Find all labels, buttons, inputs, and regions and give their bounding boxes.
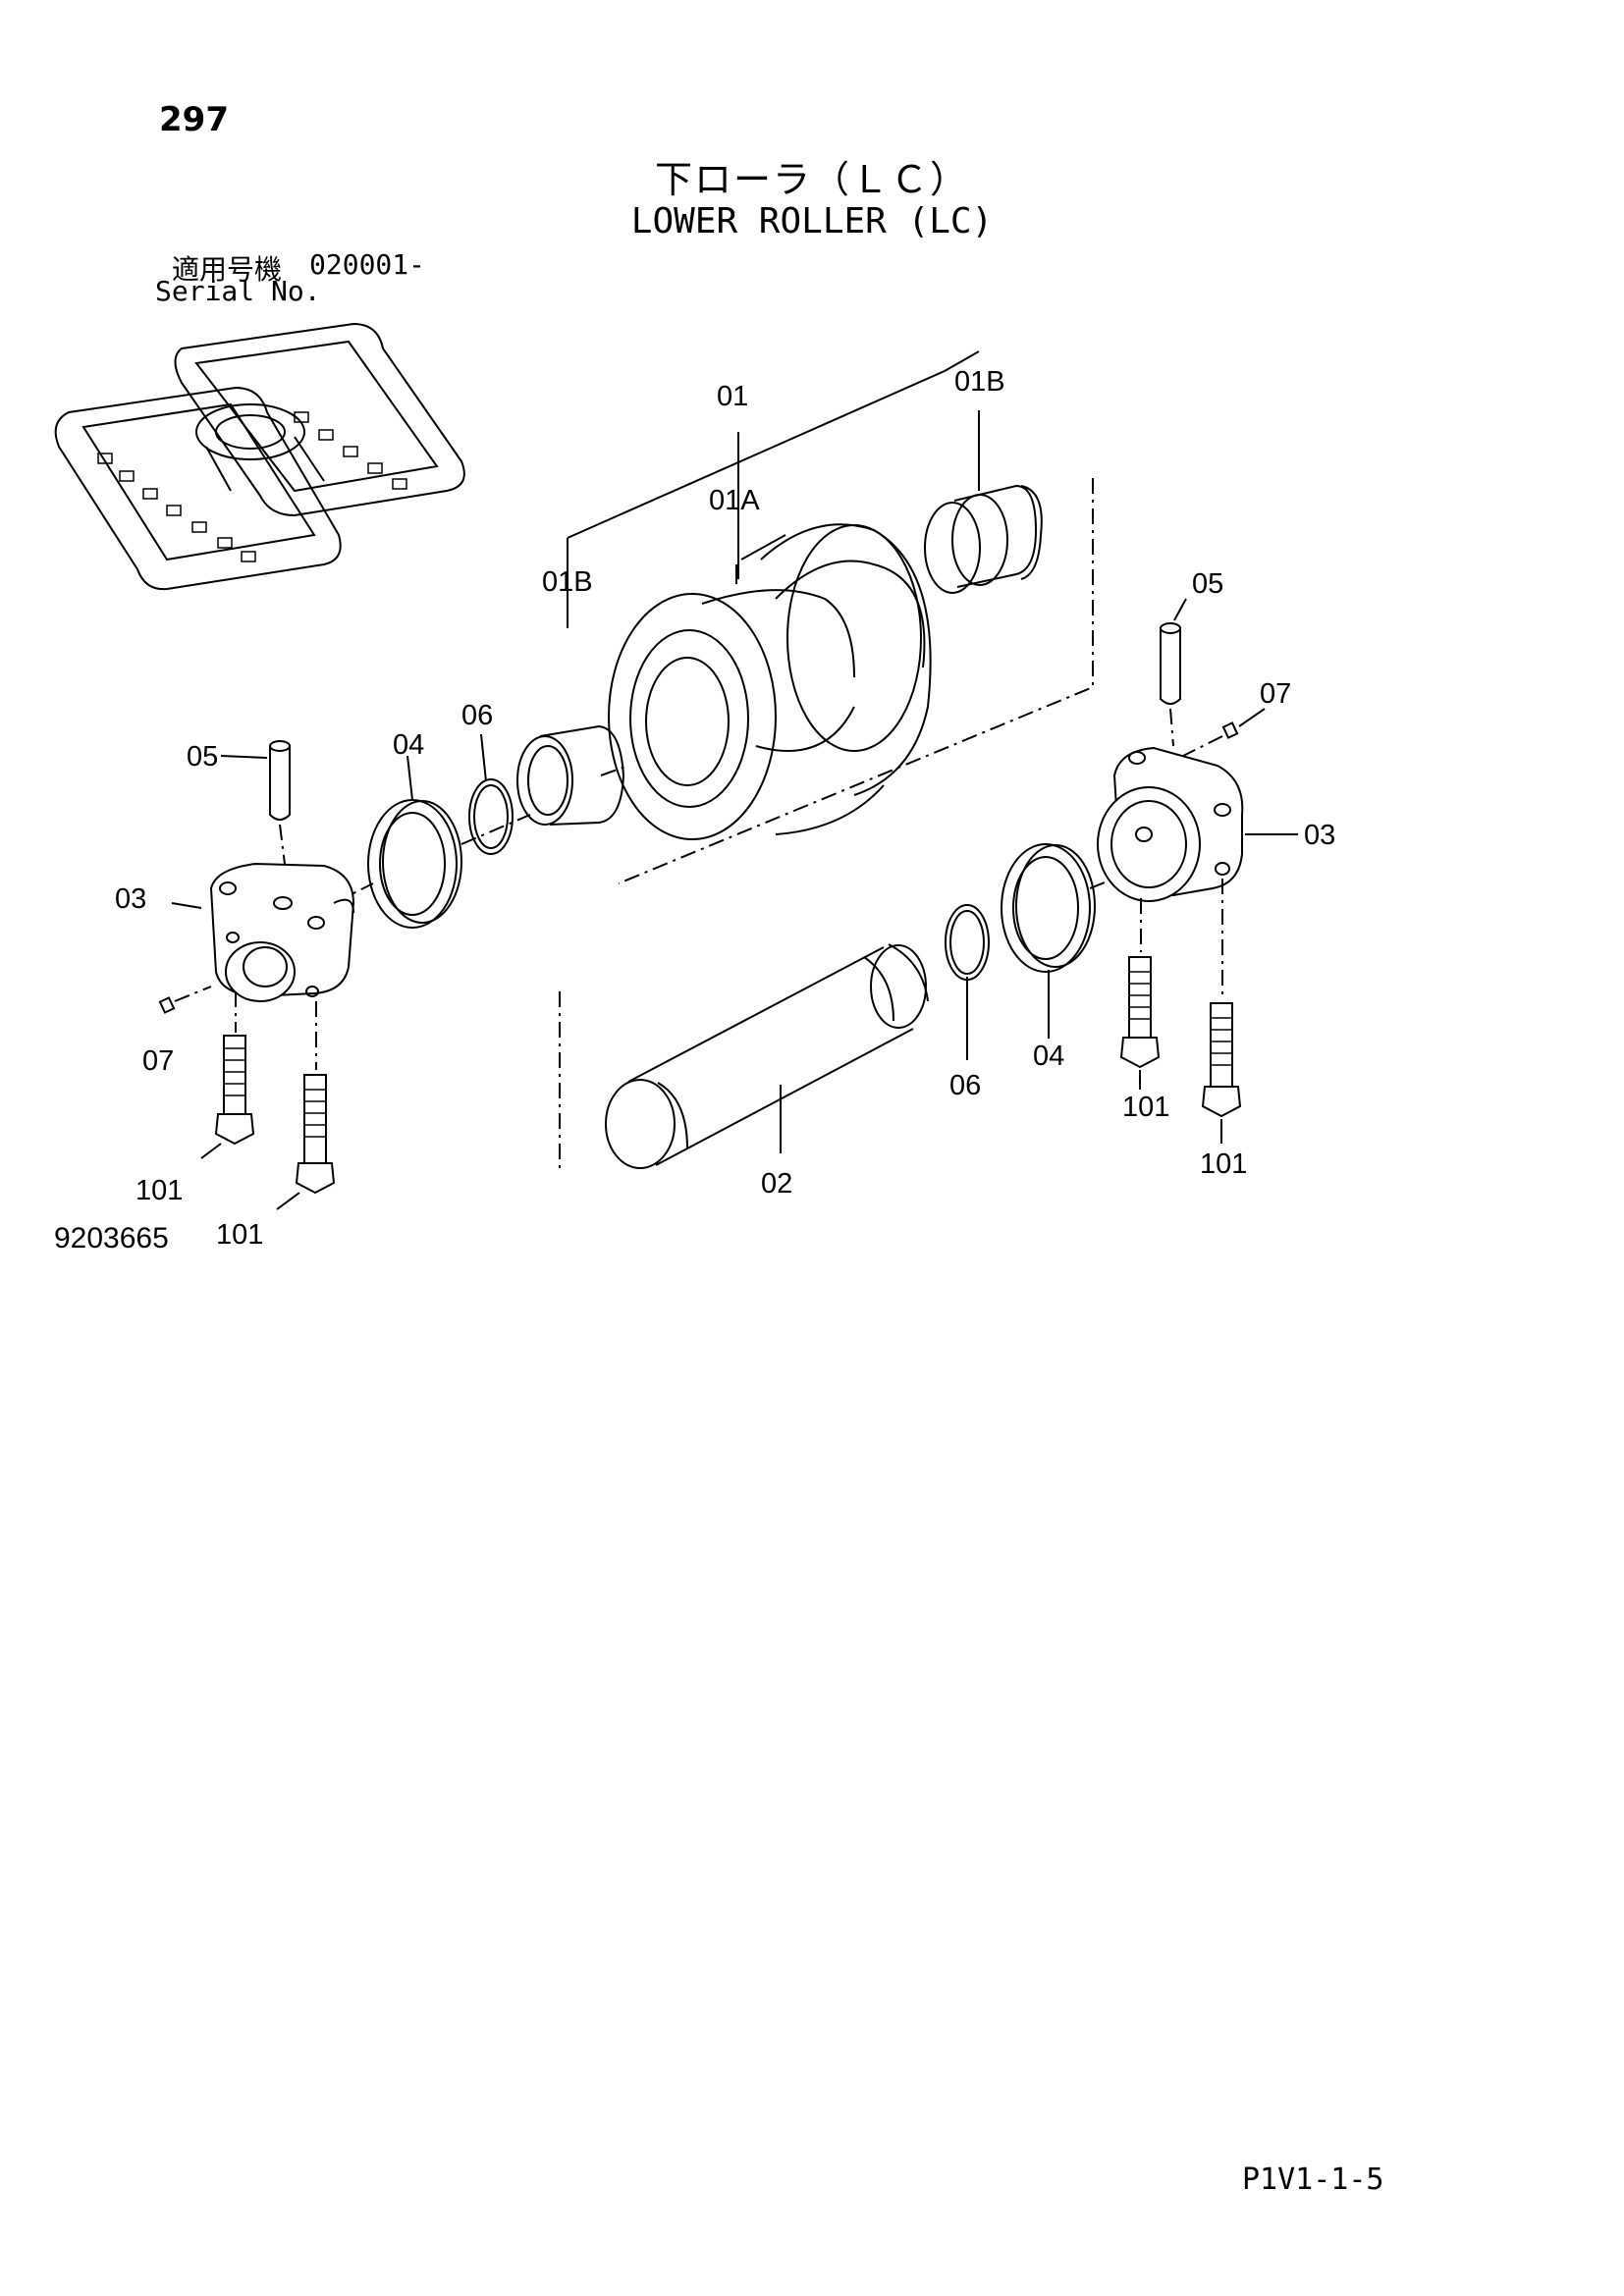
page-title-japanese: 下ローラ（ＬＣ） — [654, 158, 969, 201]
page-reference: P1V1-1-5 — [1242, 2163, 1384, 2197]
callout-06-left: 06 — [461, 700, 493, 731]
grease-nipple-07-right — [1182, 708, 1266, 757]
callout-01a: 01A — [709, 485, 760, 516]
grease-nipple-07-left — [158, 986, 212, 1014]
bolt-101-right-b — [1201, 879, 1242, 1144]
page-number: 297 — [159, 100, 229, 139]
callout-03-left: 03 — [115, 883, 146, 915]
serial-label-japanese: 適用号機 — [172, 253, 283, 286]
serial-range: 020001- — [309, 248, 426, 281]
callout-01b-left: 01B — [542, 566, 593, 598]
bolt-101-left-b — [276, 1001, 336, 1210]
callout-101-left-a: 101 — [135, 1175, 183, 1206]
pin-05-right — [1160, 598, 1187, 747]
callout-06-right: 06 — [949, 1070, 981, 1101]
callout-01b-top: 01B — [954, 366, 1005, 398]
callout-04-right: 04 — [1033, 1041, 1064, 1072]
callout-07-left: 07 — [142, 1045, 174, 1077]
bolt-101-left-a — [200, 991, 255, 1159]
o-ring-06-right — [945, 904, 990, 1060]
callout-05-right: 05 — [1192, 568, 1223, 600]
callout-04-left: 04 — [393, 729, 424, 761]
figure-number: 9203665 — [54, 1222, 169, 1255]
callout-101-right-a: 101 — [1122, 1092, 1169, 1123]
bracket-03-left — [171, 862, 355, 1002]
shaft-02 — [559, 943, 929, 1169]
callout-101-left-b: 101 — [216, 1219, 263, 1251]
pin-05-left — [220, 740, 291, 865]
undercarriage-overview-icon — [54, 322, 465, 591]
callout-07-right: 07 — [1260, 678, 1291, 710]
callout-01: 01 — [717, 381, 748, 412]
assembly-bracket-01 — [567, 350, 1094, 884]
bushing-01b-right — [924, 410, 1043, 594]
bracket-03-right — [1097, 746, 1298, 902]
bushing-01b-left — [516, 724, 629, 826]
bolt-101-right-a — [1119, 898, 1161, 1090]
page-title-english: LOWER ROLLER (LC) — [630, 201, 994, 241]
roller-body-01a — [608, 523, 932, 840]
serial-label-english: Serial No. — [155, 275, 321, 307]
callout-05-left: 05 — [187, 741, 218, 773]
o-ring-06-left — [468, 733, 514, 855]
callout-101-right-b: 101 — [1200, 1148, 1247, 1180]
callout-03-right: 03 — [1304, 820, 1335, 851]
callout-02: 02 — [761, 1168, 792, 1200]
